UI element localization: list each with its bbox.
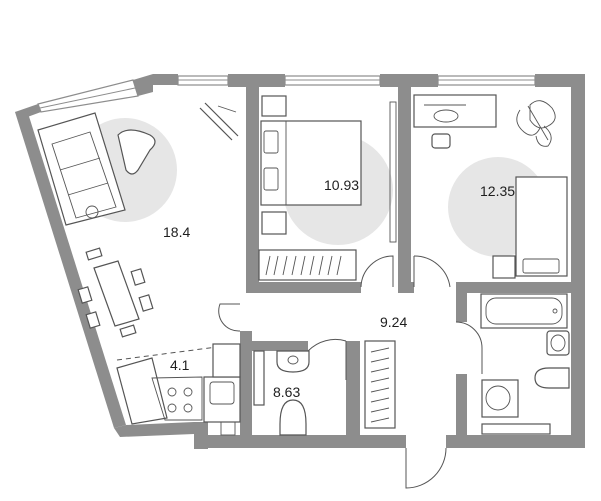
- living-furniture: [37, 102, 239, 338]
- mirror: [389, 101, 397, 243]
- wall-right: [571, 74, 585, 446]
- dining-table: [93, 260, 140, 327]
- walls: [15, 74, 585, 449]
- wall-bedroom-1-bottom: [246, 282, 361, 293]
- wall-bedroom-1-left: [246, 87, 259, 287]
- nightstand-2: [261, 211, 287, 235]
- door-toilet: [307, 338, 347, 352]
- wall-bottom-mid: [194, 435, 406, 448]
- room-label-living: 18.4: [163, 224, 190, 240]
- wall-top-living: [133, 74, 153, 96]
- wall-bath-left-top: [456, 282, 467, 322]
- toilet-2: [534, 367, 570, 389]
- room-label-kitchen: 4.1: [170, 357, 190, 373]
- door-living: [218, 303, 241, 332]
- counter: [116, 357, 168, 425]
- washer: [481, 379, 519, 418]
- room-label-bedroom-1: 10.93: [324, 177, 359, 193]
- room-label-hall: 9.24: [380, 314, 407, 330]
- toilet-sink: [276, 350, 310, 373]
- windows: [37, 75, 536, 113]
- hall-furniture: [364, 340, 396, 429]
- tv-stand: [199, 107, 233, 141]
- wall-bedroom-2-bottom: [456, 282, 585, 293]
- bath-sink: [546, 330, 570, 356]
- kitchen-furniture: [116, 343, 241, 436]
- wall-kitchen-right: [240, 331, 252, 448]
- bathtub: [480, 293, 568, 329]
- wall-bottom-right: [446, 435, 585, 448]
- door-entrance: [405, 447, 447, 489]
- hall-wardrobe: [364, 340, 396, 429]
- wall-bath-left-bottom: [456, 374, 467, 448]
- nightstand-3: [492, 255, 516, 279]
- sofa: [37, 112, 126, 226]
- toilet-furniture: [253, 350, 310, 436]
- wall-toilet-right: [346, 341, 360, 448]
- wall-top-mid-2: [380, 74, 438, 87]
- bedroom-2-furniture: [413, 94, 568, 279]
- door-bedroom-1: [360, 255, 394, 288]
- wall-divider-foot: [398, 282, 414, 293]
- wall-top-mid: [228, 74, 285, 87]
- stove: [151, 376, 203, 421]
- wall-toilet-top: [252, 341, 308, 351]
- bathroom-furniture: [480, 293, 570, 435]
- sink: [203, 376, 241, 423]
- room-labels: 18.4 10.93 12.35 9.24 4.1 8.63: [163, 177, 515, 400]
- window-living: [37, 79, 139, 113]
- bedroom-1-furniture: [258, 95, 397, 281]
- wardrobe: [258, 249, 357, 281]
- desk: [413, 94, 497, 128]
- side-table: [117, 129, 156, 175]
- wall-bottom-left: [114, 422, 194, 437]
- wall-top-living-2: [153, 74, 178, 85]
- wall-bedroom-divider: [398, 87, 411, 287]
- nightstand: [261, 95, 287, 117]
- fridge: [212, 343, 241, 378]
- door-bedroom-2: [413, 255, 451, 288]
- door-bathroom: [455, 321, 483, 374]
- doors: [218, 255, 483, 489]
- shelf: [481, 423, 551, 435]
- toilet: [279, 399, 307, 436]
- wall-left: [15, 110, 126, 428]
- plant: [516, 100, 556, 147]
- toilet-cabinet: [253, 350, 265, 406]
- room-label-toilet: 8.63: [273, 384, 300, 400]
- room-label-bedroom-2: 12.35: [480, 183, 515, 199]
- wall-kitchen-corner: [240, 331, 250, 341]
- chair: [431, 133, 451, 149]
